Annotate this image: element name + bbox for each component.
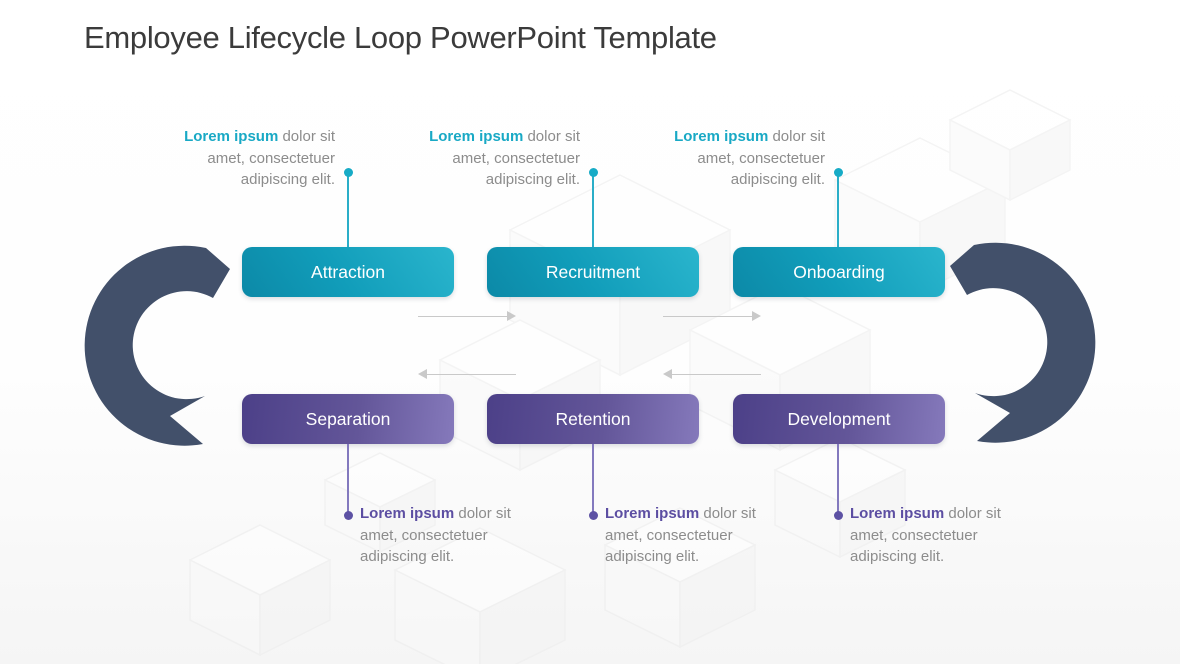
note-retention: Lorem ipsum dolor sit amet, consectetuer… <box>605 503 777 568</box>
note-attraction: Lorem ipsum dolor sit amet, consectetuer… <box>170 126 335 191</box>
note-development-lead: Lorem ipsum <box>850 505 945 522</box>
note-onboarding-lead: Lorem ipsum <box>674 128 769 145</box>
stage-label-attraction: Attraction <box>311 261 385 282</box>
connector-onboarding <box>833 168 843 247</box>
stage-box-attraction[interactable]: Attraction <box>242 247 454 297</box>
connector-retention-line <box>592 444 594 515</box>
note-retention-rest: dolor sit amet, consectetuer adipiscing … <box>605 505 756 565</box>
note-separation-rest: dolor sit amet, consectetuer adipiscing … <box>360 505 511 565</box>
stage-label-development: Development <box>787 408 891 429</box>
stage-label-separation: Separation <box>305 408 391 429</box>
connector-retention-dot-icon <box>588 511 598 520</box>
stage-box-retention[interactable]: Retention <box>487 394 699 444</box>
stage-box-development[interactable]: Development <box>733 394 945 444</box>
connector-onboarding-line <box>837 173 839 247</box>
loop-arrow-left-icon <box>84 245 238 446</box>
connector-attraction-line <box>347 173 349 247</box>
stage-box-separation[interactable]: Separation <box>242 394 454 444</box>
note-separation-lead: Lorem ipsum <box>360 505 455 522</box>
connector-development-dot-icon <box>833 511 843 520</box>
stage-label-recruitment: Recruitment <box>545 261 641 282</box>
note-recruitment: Lorem ipsum dolor sit amet, consectetuer… <box>415 126 580 191</box>
connector-retention <box>588 444 598 520</box>
flow-arrow-right-icon <box>663 311 761 321</box>
note-onboarding-rest: dolor sit amet, consectetuer adipiscing … <box>697 128 825 188</box>
note-onboarding: Lorem ipsum dolor sit amet, consectetuer… <box>660 126 825 191</box>
flow-arrow-right-icon <box>418 311 516 321</box>
stage-label-onboarding: Onboarding <box>793 261 885 282</box>
stage-box-onboarding[interactable]: Onboarding <box>733 247 945 297</box>
connector-development <box>833 444 843 520</box>
connector-development-line <box>837 444 839 515</box>
note-recruitment-rest: dolor sit amet, consectetuer adipiscing … <box>452 128 580 188</box>
note-separation: Lorem ipsum dolor sit amet, consectetuer… <box>360 503 532 568</box>
note-development-rest: dolor sit amet, consectetuer adipiscing … <box>850 505 1001 565</box>
connector-recruitment <box>588 168 598 247</box>
note-development: Lorem ipsum dolor sit amet, consectetuer… <box>850 503 1022 568</box>
loop-arrow-right-icon <box>942 242 1096 443</box>
connector-recruitment-line <box>592 173 594 247</box>
connector-attraction-dot-icon <box>343 168 353 177</box>
stage-label-retention: Retention <box>555 408 631 429</box>
connector-attraction <box>343 168 353 247</box>
connector-onboarding-dot-icon <box>833 168 843 177</box>
connector-recruitment-dot-icon <box>588 168 598 177</box>
flow-arrow-left-icon <box>663 369 761 379</box>
stage-box-recruitment[interactable]: Recruitment <box>487 247 699 297</box>
note-retention-lead: Lorem ipsum <box>605 505 700 522</box>
flow-arrow-left-icon <box>418 369 516 379</box>
note-attraction-lead: Lorem ipsum <box>184 128 279 145</box>
connector-separation-dot-icon <box>343 511 353 520</box>
note-attraction-rest: dolor sit amet, consectetuer adipiscing … <box>207 128 335 188</box>
note-recruitment-lead: Lorem ipsum <box>429 128 524 145</box>
connector-separation <box>343 444 353 520</box>
slide-title: Employee Lifecycle Loop PowerPoint Templ… <box>84 20 717 55</box>
connector-separation-line <box>347 444 349 515</box>
